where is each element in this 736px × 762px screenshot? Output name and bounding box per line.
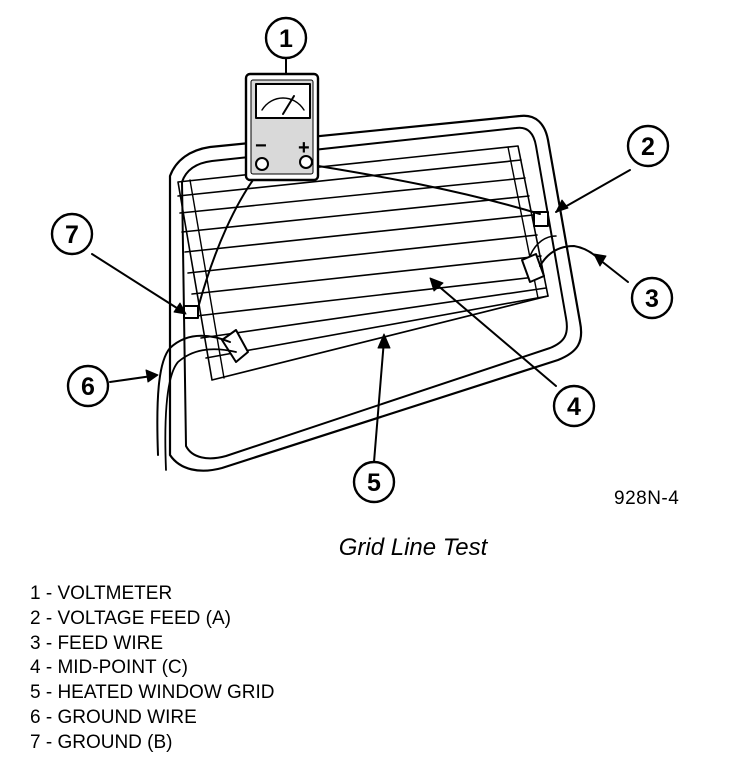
legend-item-feed-wire: 3 - FEED WIRE <box>30 632 164 654</box>
positive-jack <box>299 155 313 169</box>
callout-4-number: 4 <box>567 393 581 421</box>
minus-label: − <box>255 135 267 157</box>
callout-6-number: 6 <box>81 373 95 401</box>
figure-caption: Grid Line Test <box>338 534 488 561</box>
legend-item-voltmeter: 1 - VOLTMETER <box>30 583 173 604</box>
legend-item-voltage-feed: 2 - VOLTAGE FEED (A) <box>30 607 231 629</box>
heated-window-grid <box>177 159 549 359</box>
ground-wire <box>156 334 231 456</box>
legend-item-ground-wire: 6 - GROUND WIRE <box>30 706 197 728</box>
legend-item-heated-window-grid: 5 - HEATED WINDOW GRID <box>30 682 275 704</box>
callout-1-number: 1 <box>279 25 293 53</box>
figure-id: 928N-4 <box>614 488 680 509</box>
grid-line-test-diagram: − + <box>50 16 674 504</box>
callout-1 <box>264 16 308 60</box>
positive-lead <box>305 163 541 215</box>
callout-2-number: 2 <box>641 133 655 161</box>
ground-connector <box>221 329 249 363</box>
callout-5 <box>352 460 396 504</box>
callout-5-number: 5 <box>367 469 381 497</box>
callout-3-number: 3 <box>645 285 659 313</box>
glass-outline-inner <box>181 126 568 460</box>
negative-jack <box>255 157 269 171</box>
callout-6 <box>66 364 110 408</box>
callout-2 <box>626 124 670 168</box>
plus-label: + <box>298 137 310 159</box>
voltmeter <box>244 72 320 182</box>
legend-item-mid-point: 4 - MID-POINT (C) <box>30 657 188 679</box>
legend-item-ground: 7 - GROUND (B) <box>30 731 173 753</box>
callout-7 <box>50 212 94 256</box>
glass-outline-outer <box>168 114 583 472</box>
callout-7-number: 7 <box>65 221 79 249</box>
legend-list: 1 - VOLTMETER 2 - VOLTAGE FEED (A) 3 - F… <box>30 582 275 756</box>
feed-connector <box>521 253 545 283</box>
ground-terminal <box>183 305 199 319</box>
callout-3 <box>630 276 674 320</box>
voltmeter-needle <box>282 95 295 115</box>
feed-terminal <box>533 211 549 227</box>
callout-4 <box>552 384 596 428</box>
